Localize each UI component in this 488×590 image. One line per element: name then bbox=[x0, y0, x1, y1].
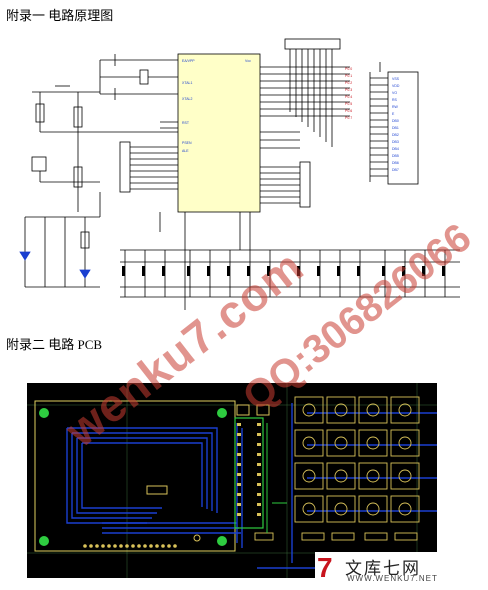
svg-text:ALE: ALE bbox=[182, 149, 189, 153]
site-logo: 7 文库七网 WWW.WENKU7.NET bbox=[315, 552, 485, 586]
svg-text:E: E bbox=[392, 112, 395, 116]
svg-text:P0.2: P0.2 bbox=[345, 81, 352, 85]
svg-text:DB3: DB3 bbox=[392, 140, 399, 144]
svg-text:P0.5: P0.5 bbox=[345, 102, 352, 106]
svg-text:DB4: DB4 bbox=[392, 147, 399, 151]
caption-appendix-1: 附录一 电路原理图 bbox=[6, 8, 114, 23]
svg-text:DB6: DB6 bbox=[392, 161, 399, 165]
circuit-schematic: EA/VPP XTAL1 XTAL2 RST PSEN ALE Vcc VSS … bbox=[19, 38, 460, 310]
svg-text:P0.0: P0.0 bbox=[345, 67, 352, 71]
svg-text:DB0: DB0 bbox=[392, 119, 399, 123]
logo-title: 文库七网 bbox=[345, 559, 421, 579]
svg-text:DB7: DB7 bbox=[392, 168, 399, 172]
svg-text:P0.3: P0.3 bbox=[345, 88, 352, 92]
svg-text:RW: RW bbox=[392, 105, 398, 109]
svg-text:DB2: DB2 bbox=[392, 133, 399, 137]
svg-text:RST: RST bbox=[182, 121, 190, 125]
svg-text:RS: RS bbox=[392, 98, 398, 102]
caption-appendix-2: 附录二 电路 PCB bbox=[6, 337, 103, 352]
logo-seven-icon: 7 bbox=[317, 552, 333, 583]
svg-text:XTAL1: XTAL1 bbox=[182, 81, 192, 85]
svg-text:VDD: VDD bbox=[392, 84, 400, 88]
svg-text:DB1: DB1 bbox=[392, 126, 399, 130]
pcb-layout bbox=[27, 383, 437, 578]
mcu-chip bbox=[177, 53, 261, 213]
svg-text:DB5: DB5 bbox=[392, 154, 399, 158]
svg-text:VO: VO bbox=[392, 91, 397, 95]
svg-text:PSEN: PSEN bbox=[182, 141, 192, 145]
logo-url: WWW.WENKU7.NET bbox=[347, 574, 438, 583]
svg-text:Vcc: Vcc bbox=[245, 59, 251, 63]
svg-text:XTAL2: XTAL2 bbox=[182, 97, 192, 101]
svg-text:P0.4: P0.4 bbox=[345, 95, 352, 99]
svg-text:EA/VPP: EA/VPP bbox=[182, 59, 195, 63]
svg-text:VSS: VSS bbox=[392, 77, 400, 81]
svg-text:P0.7: P0.7 bbox=[345, 116, 352, 120]
svg-text:P0.6: P0.6 bbox=[345, 109, 352, 113]
svg-text:P0.1: P0.1 bbox=[345, 74, 352, 78]
